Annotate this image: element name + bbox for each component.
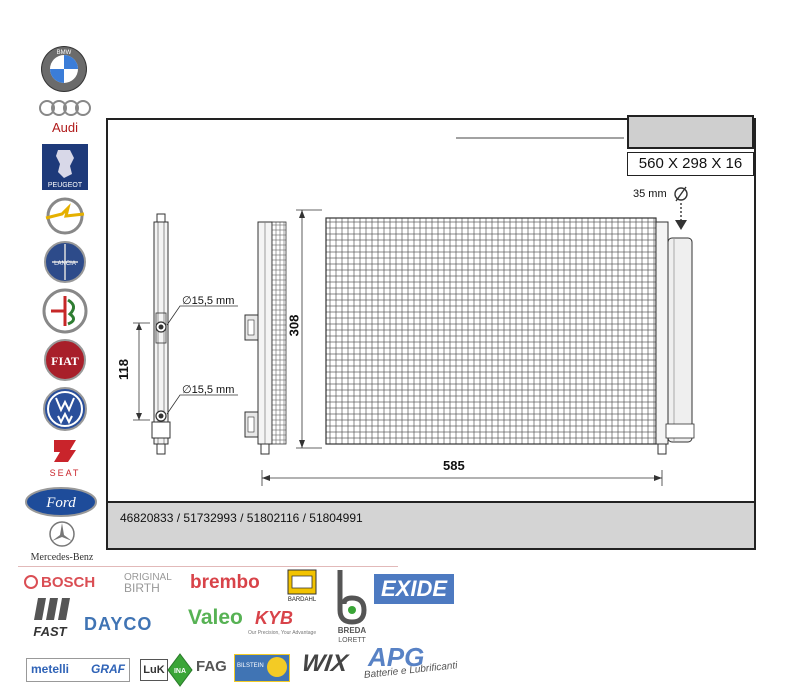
mercedes-logo: Mercedes-Benz	[31, 521, 94, 563]
apg-logo: APG	[368, 642, 425, 672]
bosch-logo: BOSCH	[24, 574, 95, 591]
logo-divider	[18, 566, 398, 567]
seat-logo: SEAT	[50, 440, 81, 478]
mercedes-text: Mercedes-Benz	[31, 552, 94, 563]
spacing-dimension-label: 118	[115, 359, 131, 380]
graf-text: GRAF	[91, 662, 125, 676]
fast-text: FAST	[33, 624, 67, 639]
audi-text: Audi	[52, 120, 78, 135]
lorett-text: LORETT	[338, 637, 366, 644]
drier-size-label: 35 mm	[633, 188, 667, 200]
fast-logo: FAST	[33, 598, 70, 639]
dimensions-label: 560 X 298 X 16	[627, 152, 754, 176]
width-dimension-label: 585	[443, 458, 465, 473]
luk-logo: LuK	[140, 659, 168, 681]
pipe-diameter-top-label: ∅15,5 mm	[182, 295, 235, 307]
ina-text: INA	[174, 668, 186, 675]
lancia-logo: LANCIA	[44, 241, 86, 283]
original-birth-line-2: BIRTH	[124, 581, 160, 595]
bmw-text: BMW	[57, 50, 72, 56]
audi-logo: Audi	[39, 100, 91, 135]
bosch-circle-icon	[24, 575, 38, 589]
wix-logo: WIX	[300, 650, 350, 677]
height-dimension-label: 308	[286, 314, 302, 337]
fiat-text: FIAT	[51, 354, 79, 368]
brembo-logo: brembo	[190, 572, 260, 593]
bardahl-text: BARDAHL	[288, 597, 317, 603]
bilstein-text: BILSTEIN	[237, 663, 264, 669]
peugeot-logo: PEUGEOT	[42, 144, 88, 190]
alfa-romeo-logo	[42, 288, 88, 334]
bilstein-logo: BILSTEIN	[234, 654, 290, 682]
valeo-logo: Valeo	[188, 606, 243, 629]
fiat-logo: FIAT	[44, 339, 86, 381]
volkswagen-logo	[43, 387, 87, 431]
ford-logo: Ford	[25, 487, 97, 517]
exide-logo: EXIDE	[374, 574, 454, 604]
opel-logo	[45, 197, 85, 235]
lancia-text: LANCIA	[54, 261, 76, 267]
original-birth-logo: ORIGINAL BIRTH	[108, 572, 172, 594]
peugeot-text: PEUGEOT	[48, 182, 83, 189]
car-brand-logos: BMW Audi PEUGEOT LANCIA FIAT	[25, 40, 100, 570]
pipe-diameter-bottom-label: ∅15,5 mm	[182, 384, 235, 396]
metelli-graf-logo: metelli GRAF	[26, 658, 130, 682]
fag-logo: FAG	[196, 658, 227, 675]
breda-lorett-logo: BREDA LORETT	[337, 570, 367, 644]
breda-text: BREDA	[338, 626, 367, 635]
kyb-tagline: Our Precision, Your Advantage	[248, 630, 317, 636]
bmw-logo: BMW	[41, 46, 87, 92]
metelli-text: metelli	[31, 662, 70, 676]
oem-numbers: 46820833 / 51732993 / 51802116 / 5180499…	[106, 503, 756, 550]
kyb-logo: KYB	[255, 608, 294, 628]
bosch-text: BOSCH	[41, 574, 96, 591]
ina-logo: INA	[167, 653, 193, 687]
ford-text: Ford	[45, 495, 76, 511]
bilstein-circle-icon	[267, 657, 287, 677]
original-birth-line-1: ORIGINAL	[124, 572, 172, 583]
part-title-box	[627, 115, 754, 149]
seat-text: SEAT	[50, 468, 81, 478]
dayco-logo: DAYCO	[84, 614, 153, 634]
bardahl-logo: BARDAHL	[287, 569, 317, 603]
parts-brand-logos: BOSCH ORIGINAL BIRTH brembo BARDAHL BRED…	[0, 562, 800, 700]
